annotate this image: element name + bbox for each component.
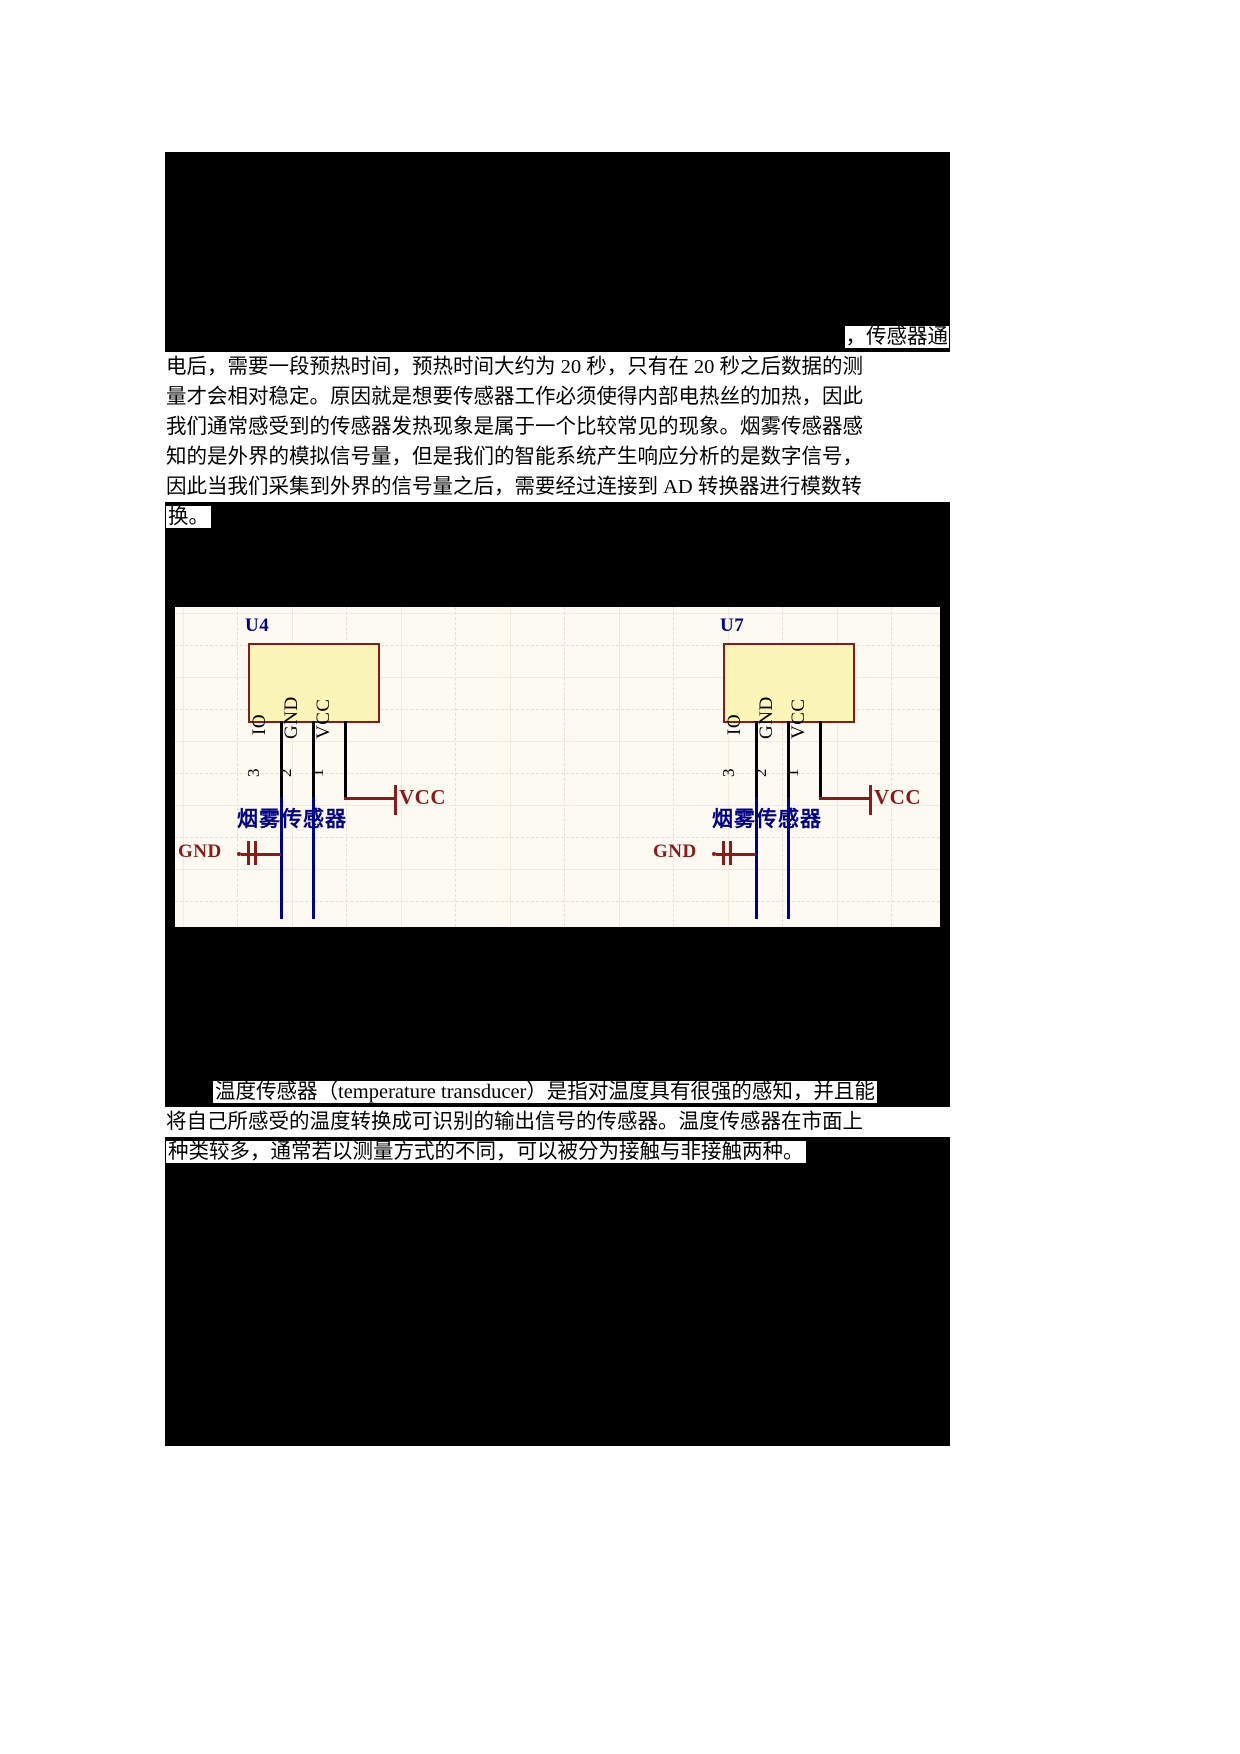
grid-line: [175, 645, 940, 647]
grid-line: [292, 607, 294, 927]
pin-number-1: 1: [783, 768, 802, 778]
grid-line: [175, 773, 940, 775]
vcc-label: VCC: [399, 785, 446, 809]
ic-designator-label: U7: [720, 615, 745, 636]
grid-line: [728, 607, 730, 927]
gnd-label: GND: [178, 841, 222, 862]
pin-name-vcc: VCC: [788, 698, 809, 739]
grid-line: [175, 613, 940, 615]
text-line: 将自己所感受的温度转换成可识别的输出信号的传感器。温度传感器在市面上: [165, 1107, 950, 1137]
text-line-content: ，传感器通: [844, 326, 949, 348]
io-net-wire: [755, 797, 758, 919]
text-line: 量才会相对稳定。原因就是想要传感器工作必须使得内部电热丝的加热，因此: [165, 382, 950, 412]
unit-caption-label: 烟雾传感器: [237, 808, 347, 831]
grid-line: [237, 607, 239, 927]
text-line: 电后，需要一段预热时间，预热时间大约为 20 秒，只有在 20 秒之后数据的测: [165, 352, 950, 382]
unit-caption-label: 烟雾传感器: [712, 808, 822, 831]
pin-name-io: IO: [724, 713, 745, 735]
paragraph-smoke-sensor: ，传感器通 电后，需要一段预热时间，预热时间大约为 20 秒，只有在 20 秒之…: [165, 322, 950, 532]
grid-line: [175, 869, 940, 871]
vcc-net-wire: [819, 797, 871, 800]
grid-line: [401, 607, 403, 927]
gnd-junction-dot: [712, 852, 716, 856]
grid-line: [782, 607, 784, 927]
gnd-label: GND: [653, 841, 697, 862]
text-line: ，传感器通: [165, 322, 950, 352]
grid-line: [564, 607, 566, 927]
pin-number-3: 3: [244, 768, 263, 778]
text-line: 换。: [165, 502, 950, 532]
paragraph-temperature-sensor: 温度传感器（temperature transducer）是指对温度具有很强的感…: [165, 1077, 950, 1167]
text-line: 我们通常感受到的传感器发热现象是属于一个比较常见的现象。烟雾传感器感: [165, 412, 950, 442]
pin-lead-wire: [344, 721, 347, 799]
gnd-symbol-bar: [247, 841, 250, 865]
pin-number-2: 2: [751, 768, 770, 778]
grid-line: [619, 607, 621, 927]
gnd-net-wire: [312, 797, 315, 919]
grid-line: [673, 607, 675, 927]
gnd-symbol-bar: [254, 841, 257, 865]
text-line-content: 温度传感器（temperature transducer）是指对温度具有很强的感…: [213, 1081, 877, 1103]
gnd-net-wire: [787, 797, 790, 919]
text-line: 因此当我们采集到外界的信号量之后，需要经过连接到 AD 转换器进行模数转: [165, 472, 950, 502]
pin-number-2: 2: [276, 768, 295, 778]
grid-line: [455, 607, 457, 927]
vcc-net-wire: [344, 797, 396, 800]
pin-name-gnd: GND: [281, 696, 302, 739]
gnd-net-wire: [716, 853, 756, 856]
ic-designator-label: U4: [245, 615, 270, 636]
grid-line: [510, 607, 512, 927]
grid-line: [175, 741, 940, 743]
circuit-schematic-smoke-sensors: U4 IO GND VCC 3 2 1 VCC: [175, 607, 940, 927]
pin-lead-wire: [755, 721, 758, 799]
grid-line: [175, 805, 940, 807]
vcc-label: VCC: [874, 785, 921, 809]
pin-lead-wire: [787, 721, 790, 799]
pin-name-vcc: VCC: [313, 698, 334, 739]
grid-line: [175, 709, 940, 711]
text-line-content: 种类较多，通常若以测量方式的不同，可以被分为接触与非接触两种。: [166, 1141, 806, 1163]
grid-line: [183, 607, 185, 927]
io-net-wire: [280, 797, 283, 919]
gnd-symbol-bar: [722, 841, 725, 865]
pin-name-gnd: GND: [756, 696, 777, 739]
vcc-bar: [394, 785, 397, 815]
gnd-net-wire: [241, 853, 281, 856]
gnd-symbol-bar: [729, 841, 732, 865]
grid-line: [175, 837, 940, 839]
vcc-bar: [869, 785, 872, 815]
text-line: 温度传感器（temperature transducer）是指对温度具有很强的感…: [165, 1077, 950, 1107]
grid-line: [837, 607, 839, 927]
pin-lead-wire: [819, 721, 822, 799]
pin-lead-wire: [280, 721, 283, 799]
grid-line: [891, 607, 893, 927]
pin-number-3: 3: [719, 768, 738, 778]
text-line-content: 换。: [166, 506, 211, 528]
text-line: 种类较多，通常若以测量方式的不同，可以被分为接触与非接触两种。: [165, 1137, 950, 1167]
grid-line: [175, 901, 940, 903]
grid-line: [175, 677, 940, 679]
pin-name-io: IO: [249, 713, 270, 735]
inverted-content-block: ，传感器通 电后，需要一段预热时间，预热时间大约为 20 秒，只有在 20 秒之…: [165, 152, 950, 1446]
pin-lead-wire: [312, 721, 315, 799]
pin-number-1: 1: [308, 768, 327, 778]
gnd-junction-dot: [237, 852, 241, 856]
text-line: 知的是外界的模拟信号量，但是我们的智能系统产生响应分析的是数字信号，: [165, 442, 950, 472]
